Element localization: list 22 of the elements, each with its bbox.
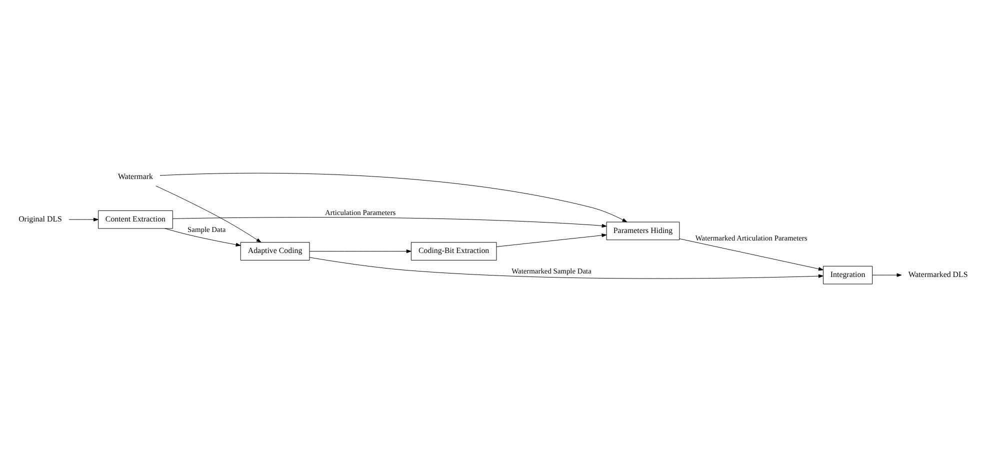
arrow bbox=[496, 234, 607, 247]
arrow bbox=[172, 217, 607, 228]
edge-label: Watermarked Sample Data bbox=[512, 266, 592, 276]
arrow bbox=[156, 186, 262, 243]
edge-label: Articulation Parameters bbox=[325, 208, 396, 218]
node-box: Integration bbox=[823, 266, 873, 284]
node-box: Adaptive Coding bbox=[240, 242, 310, 260]
edge-label: Sample Data bbox=[188, 224, 226, 234]
arrow bbox=[68, 218, 98, 222]
node-box: Parameters Hiding bbox=[606, 222, 680, 240]
arrow bbox=[164, 228, 241, 246]
arrow bbox=[309, 249, 412, 254]
arrow bbox=[872, 273, 902, 277]
node-text: Watermarked DLS bbox=[908, 270, 968, 279]
node-text: Original DLS bbox=[18, 214, 62, 224]
node-box: Coding-Bit Extraction bbox=[410, 242, 497, 260]
node-text: Watermark bbox=[118, 172, 153, 181]
arrow bbox=[309, 257, 824, 279]
arrow bbox=[160, 172, 628, 222]
arrow bbox=[679, 238, 824, 271]
edge-label: Watermarked Articulation Parameters bbox=[695, 233, 808, 242]
node-box: Content Extraction bbox=[98, 210, 173, 229]
